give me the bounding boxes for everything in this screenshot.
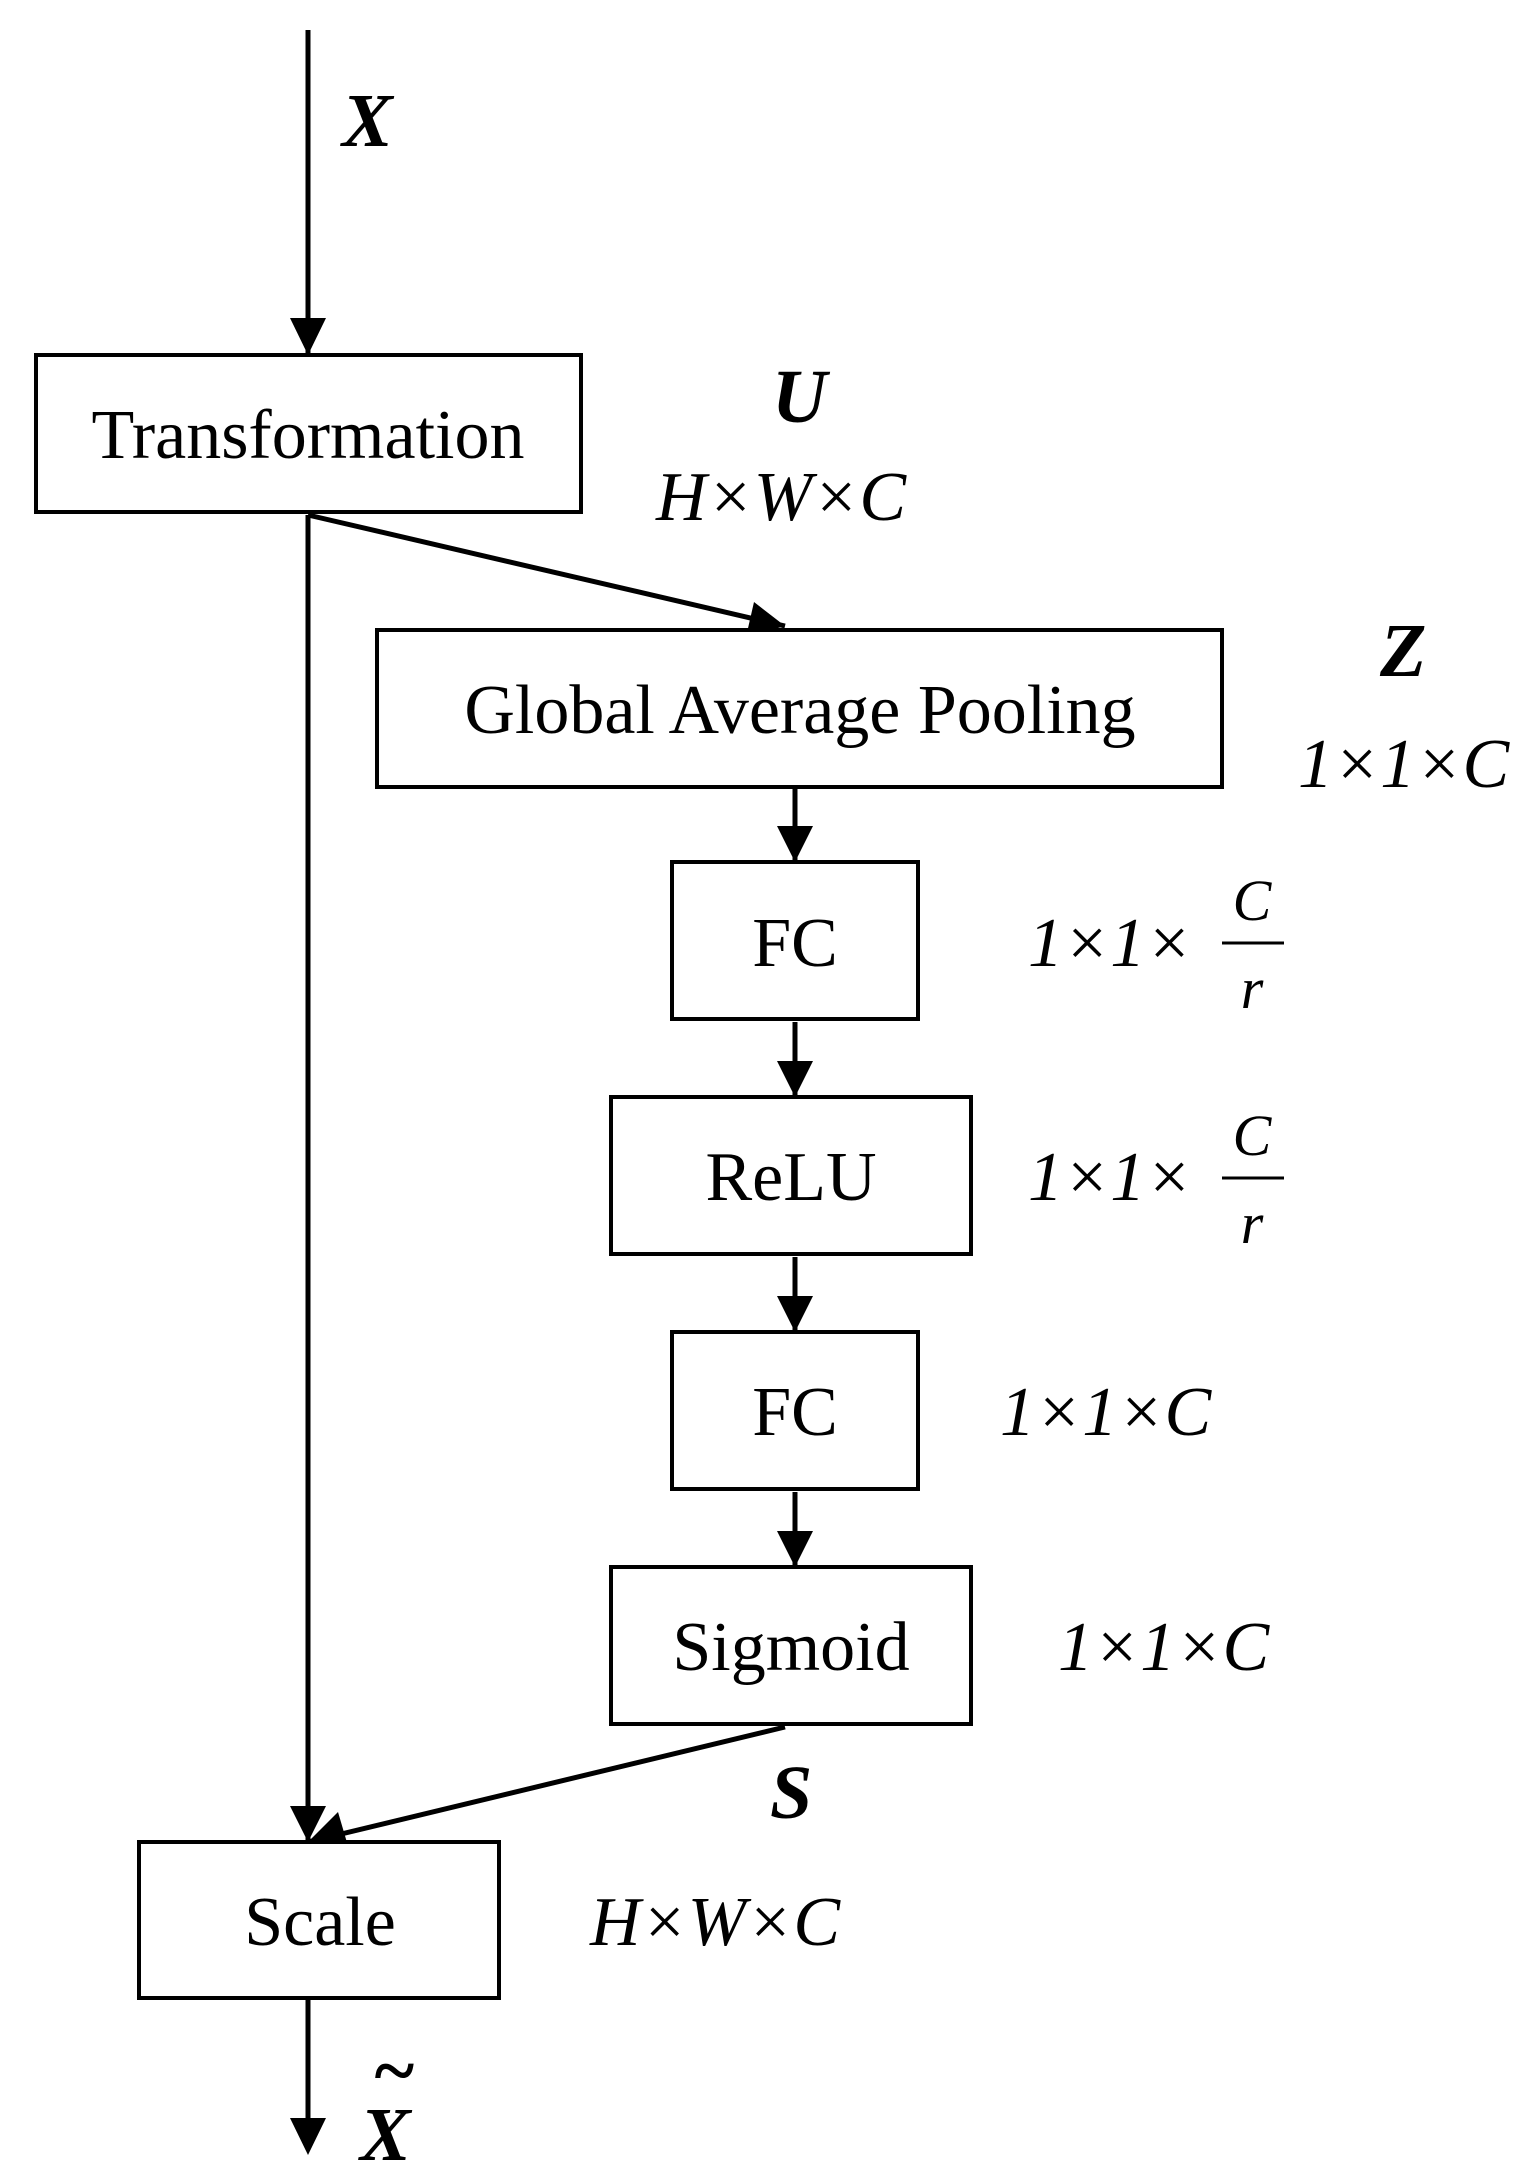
dim-fc1-denominator: r <box>1241 956 1264 1021</box>
dim-fc1-numerator: C <box>1233 868 1273 933</box>
relu-block <box>609 1095 973 1256</box>
output-tilde-accent: ~ <box>372 2029 415 2113</box>
transformation-label: Transformation <box>92 397 525 474</box>
output-variable-x: X <box>358 2093 413 2166</box>
dim-relu-prefix: 1×1× <box>1028 1139 1192 1216</box>
input-variable-x: X <box>340 79 395 163</box>
dim-scale: H×W×C <box>589 1884 841 1961</box>
fc1-label: FC <box>752 905 838 982</box>
variable-z: Z <box>1379 609 1426 693</box>
dim-relu-denominator: r <box>1241 1191 1264 1256</box>
variable-u: U <box>772 355 831 439</box>
sigmoid-to-scale-line <box>307 1724 786 1845</box>
fc1-block <box>670 860 920 1021</box>
skip-arrowhead <box>290 1806 326 1842</box>
fc2-label: FC <box>752 1374 838 1451</box>
relu-label: ReLU <box>705 1139 876 1216</box>
dim-sigmoid: 1×1×C <box>1058 1609 1270 1686</box>
dim-relu-numerator: C <box>1233 1103 1273 1168</box>
dim-fc1-prefix: 1×1× <box>1028 905 1192 982</box>
branch-to-gap-line <box>307 512 786 629</box>
relu-to-fc2-arrowhead <box>777 1296 813 1332</box>
sigmoid-to-scale-arrowhead <box>308 1812 348 1846</box>
scale-block <box>137 1840 501 2000</box>
dim-u: H×W×C <box>655 459 907 536</box>
gap-label: Global Average Pooling <box>464 672 1135 749</box>
fc2-to-sigmoid-arrowhead <box>777 1531 813 1567</box>
variable-s: S <box>770 1751 812 1835</box>
sigmoid-label: Sigmoid <box>672 1609 909 1686</box>
dim-fc2: 1×1×C <box>1000 1374 1212 1451</box>
global-average-pooling-block <box>375 628 1224 789</box>
gap-to-fc1-arrowhead <box>777 826 813 862</box>
scale-label: Scale <box>244 1884 396 1961</box>
input-arrowhead <box>290 318 326 355</box>
transformation-block <box>34 353 583 514</box>
fc1-to-relu-arrowhead <box>777 1061 813 1097</box>
fc2-block <box>670 1330 920 1491</box>
dim-z: 1×1×C <box>1298 726 1510 803</box>
sigmoid-block <box>609 1565 973 1726</box>
output-arrowhead <box>290 2118 326 2155</box>
